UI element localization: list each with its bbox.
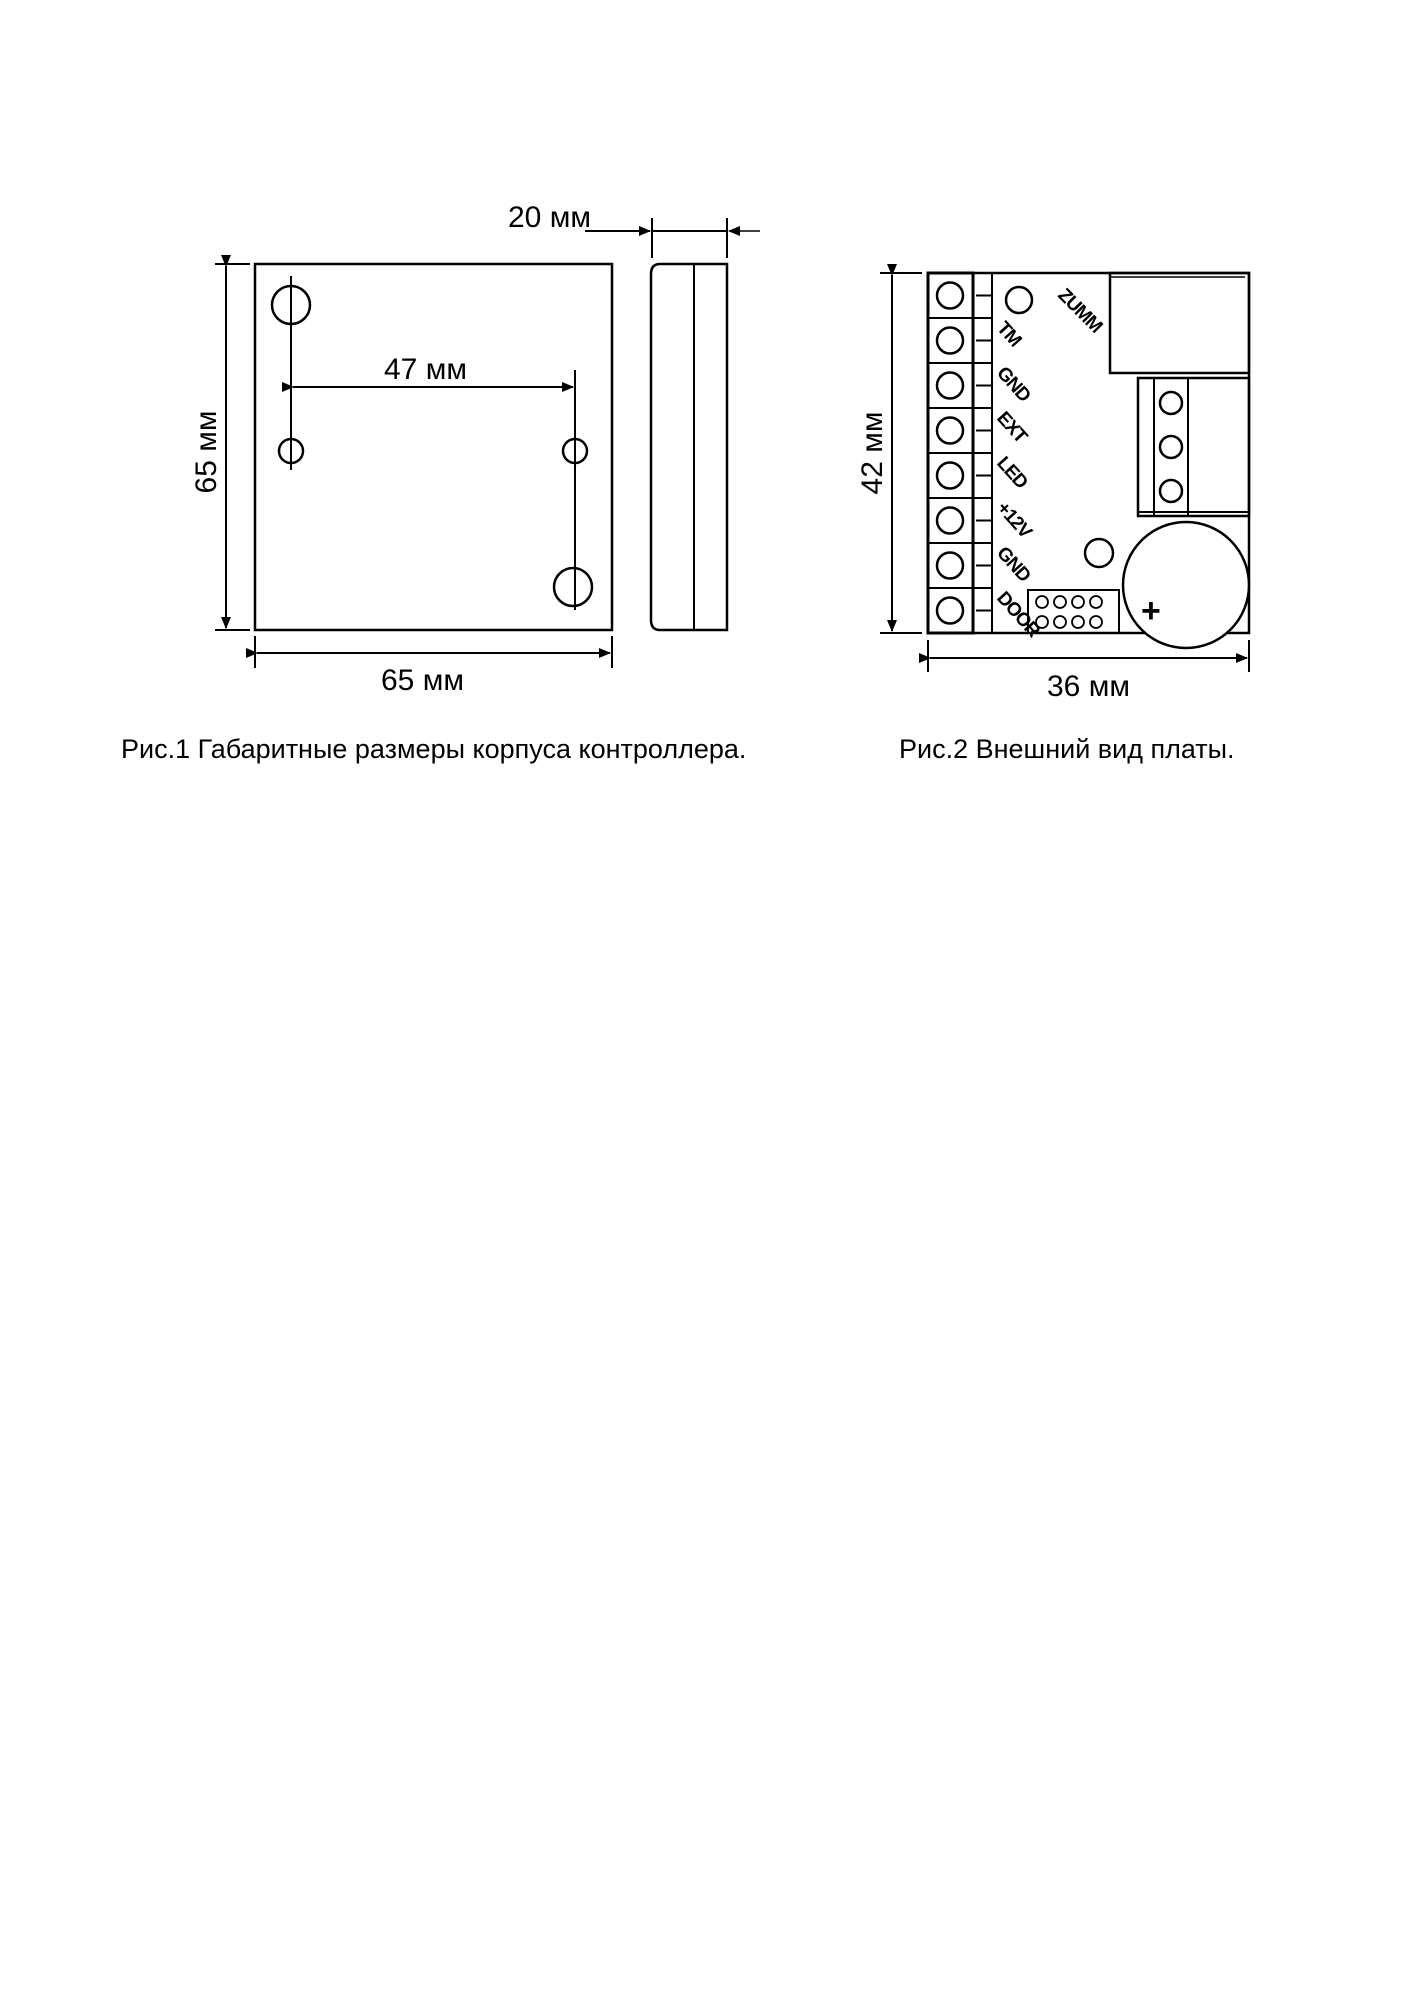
buzzer-label: ZUMM [1053,285,1105,337]
buzzer [1121,520,1251,650]
terminal-screw [935,326,965,355]
terminal-screw [935,371,965,400]
figure2-caption: Рис.2 Внешний вид платы. [899,734,1235,764]
terminal-screw [935,416,965,445]
terminal-screw [935,281,965,310]
pin-header [1027,589,1120,634]
enclosure-front-face [253,262,614,632]
dim-hole-spacing-label: 47 мм [384,353,467,386]
figure1-enclosure [215,218,760,668]
terminal-screw [935,461,965,490]
led-bottom [1083,537,1115,569]
board-dim-width-label: 36 мм [1047,670,1130,703]
terminal-label: TM [992,318,1025,351]
buzzer-polarity: + [1141,592,1161,630]
figure2-board [880,264,1251,672]
terminal-label: EXT [992,408,1031,448]
three-pin-connector [1136,376,1251,518]
led-top [1004,285,1034,315]
dim-height-label: 65 мм [190,411,223,494]
mounting-hole-large-bottom [552,566,594,608]
enclosure-side-view [649,262,729,632]
dim-width-label: 65 мм [381,664,464,697]
figure1-caption: Рис.1 Габаритные размеры корпуса контрол… [121,734,747,764]
terminal-label: GND [992,543,1034,586]
dim-depth-label: 20 мм [508,201,591,234]
relay [1108,271,1251,375]
terminal-screw [935,596,965,625]
terminal-label: GND [992,363,1034,406]
board-dim-height-label: 42 мм [856,412,889,495]
terminal-label: LED [992,453,1031,493]
terminal-screw [935,551,965,580]
terminal-label: +12V [992,498,1036,543]
terminal-screw [935,506,965,535]
